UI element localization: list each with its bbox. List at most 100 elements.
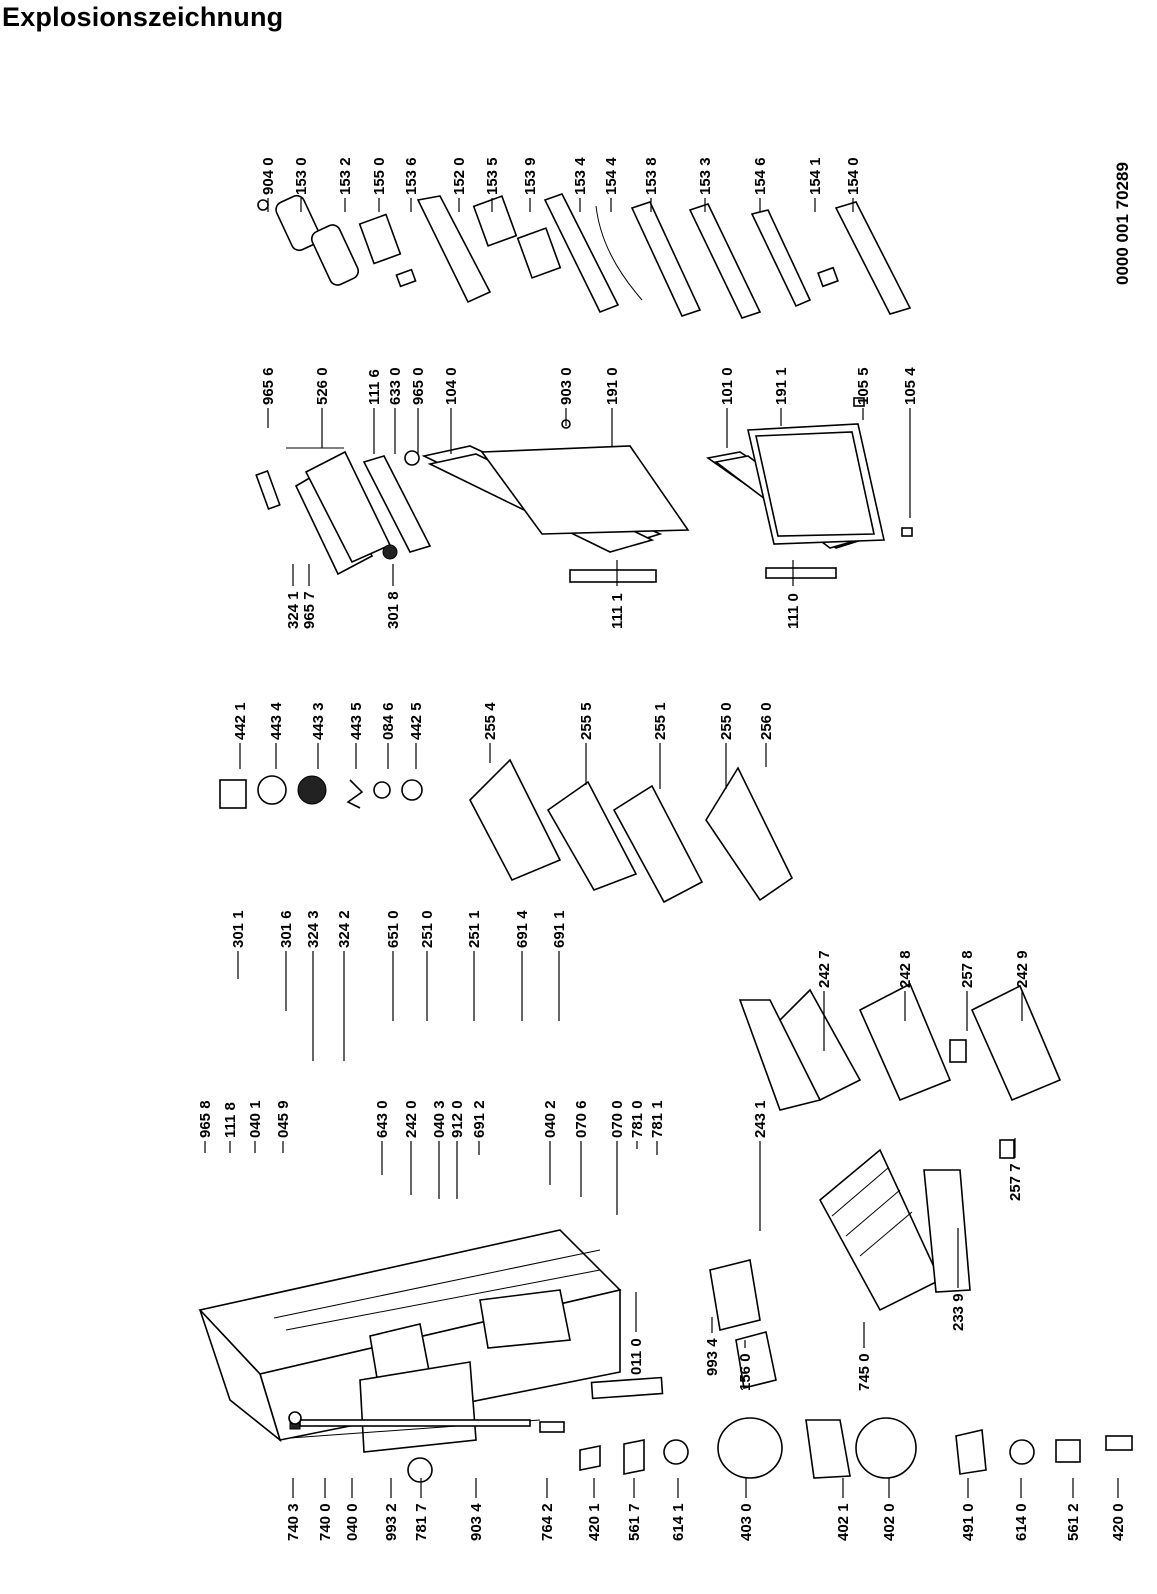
part-label-1533: 153 3 (697, 157, 714, 195)
part-label-2551: 255 1 (652, 702, 669, 740)
part-label-7810: 781 0 (629, 1100, 646, 1138)
part-label-6510: 651 0 (385, 910, 402, 948)
part-label-2511: 251 1 (466, 910, 483, 948)
part-label-4910: 491 0 (960, 1503, 977, 1541)
part-label-9657: 965 7 (301, 591, 318, 629)
part-label-9040: 904 0 (260, 157, 277, 195)
part-label-2339: 233 9 (950, 1293, 967, 1331)
part-label-2428: 242 8 (897, 950, 914, 988)
part-label-9030: 903 0 (558, 367, 575, 405)
part-label-1541: 154 1 (807, 157, 824, 195)
part-label-7817: 781 7 (413, 1503, 430, 1541)
door-shelf-group (257, 193, 912, 319)
part-label-9658: 965 8 (197, 1100, 214, 1138)
part-label-4201: 420 1 (586, 1503, 603, 1541)
part-label-0403: 040 3 (431, 1100, 448, 1138)
part-label-0846: 084 6 (380, 702, 397, 740)
part-label-1535: 153 5 (484, 157, 501, 195)
part-label-0700: 070 0 (609, 1100, 626, 1138)
part-label-2577: 257 7 (1007, 1163, 1024, 1201)
part-label-4200: 420 0 (1110, 1503, 1127, 1541)
part-label-4433: 443 3 (310, 702, 327, 740)
part-label-9034: 903 4 (468, 1503, 485, 1541)
part-label-9934: 993 4 (704, 1338, 721, 1376)
part-label-1560: 156 0 (737, 1353, 754, 1391)
part-label-4435: 443 5 (348, 702, 365, 740)
part-label-2427: 242 7 (816, 950, 833, 988)
part-label-1540: 154 0 (845, 157, 862, 195)
part-label-3016: 301 6 (278, 910, 295, 948)
part-label-1532: 153 2 (337, 157, 354, 195)
part-label-0459: 045 9 (275, 1100, 292, 1138)
part-label-1536: 153 6 (403, 157, 420, 195)
part-label-5612: 561 2 (1065, 1503, 1082, 1541)
part-label-1550: 155 0 (371, 157, 388, 195)
part-label-1546: 154 6 (752, 157, 769, 195)
part-label-9120: 912 0 (449, 1100, 466, 1138)
part-label-7642: 764 2 (539, 1503, 556, 1541)
part-label-9656: 965 6 (260, 367, 277, 405)
part-label-4020: 402 0 (881, 1503, 898, 1541)
part-label-6912: 691 2 (471, 1100, 488, 1138)
part-label-7400: 740 0 (317, 1503, 334, 1541)
part-label-3243: 324 3 (305, 910, 322, 948)
cabinet-group (198, 1229, 664, 1453)
part-label-7450: 745 0 (856, 1353, 873, 1391)
part-label-9650: 965 0 (410, 367, 427, 405)
part-labels: 904 0 153 0 153 2 155 0 153 6 152 0 153 5 153 9… (197, 157, 1127, 1541)
part-label-3241: 324 1 (285, 591, 302, 629)
part-label-6330: 633 0 (387, 367, 404, 405)
part-label-0401: 040 1 (247, 1100, 264, 1138)
part-label-2560: 256 0 (758, 702, 775, 740)
part-label-1111: 111 1 (609, 593, 626, 629)
part-label-3242: 324 2 (336, 910, 353, 948)
part-label-6141: 614 1 (670, 1503, 687, 1541)
part-label-0402: 040 2 (542, 1100, 559, 1138)
part-label-9932: 993 2 (383, 1503, 400, 1541)
part-drawings (198, 193, 1133, 1483)
part-label-1530: 153 0 (293, 157, 310, 195)
part-label-7811: 781 1 (649, 1100, 666, 1138)
part-label-1110: 111 0 (785, 593, 802, 629)
part-label-6911: 691 1 (551, 910, 568, 948)
part-label-2555: 255 5 (578, 702, 595, 740)
crisper-group (709, 982, 1062, 1389)
part-label-2578: 257 8 (959, 950, 976, 988)
shelf-fan-group (219, 758, 794, 904)
document-number: 0000 001 70289 (1113, 162, 1132, 285)
part-label-4421: 442 1 (232, 702, 249, 740)
part-label-5617: 561 7 (626, 1503, 643, 1541)
part-label-1538: 153 8 (643, 157, 660, 195)
part-label-3018: 301 8 (385, 591, 402, 629)
part-label-1910: 191 0 (604, 367, 621, 405)
part-label-1010: 101 0 (719, 367, 736, 405)
part-label-4030: 403 0 (738, 1503, 755, 1541)
part-label-1534: 153 4 (572, 157, 589, 195)
part-label-0706: 070 6 (573, 1100, 590, 1138)
part-label-1544: 154 4 (603, 157, 620, 195)
part-label-1118: 111 8 (222, 1102, 239, 1138)
part-label-2510: 251 0 (419, 910, 436, 948)
part-label-1054: 105 4 (902, 367, 919, 405)
page-title: Explosionszeichnung (2, 2, 284, 32)
part-label-6140: 614 0 (1013, 1503, 1030, 1541)
part-label-6430: 643 0 (374, 1100, 391, 1138)
part-label-2420: 242 0 (403, 1100, 420, 1138)
compressor-group (288, 1411, 1133, 1483)
part-label-2429: 242 9 (1014, 950, 1031, 988)
part-label-3011: 301 1 (230, 910, 247, 948)
part-label-1055: 105 5 (855, 367, 872, 405)
part-label-1116: 111 6 (366, 369, 383, 405)
part-label-0400: 040 0 (344, 1503, 361, 1541)
part-label-4425: 442 5 (408, 702, 425, 740)
part-label-5260: 526 0 (314, 367, 331, 405)
part-label-1911: 191 1 (773, 367, 790, 405)
part-label-0110: 011 0 (628, 1338, 645, 1375)
part-label-4021: 402 1 (835, 1503, 852, 1541)
part-label-2431: 243 1 (752, 1100, 769, 1138)
part-label-1539: 153 9 (522, 157, 539, 195)
part-label-7403: 740 3 (285, 1503, 302, 1541)
part-label-1520: 152 0 (451, 157, 468, 195)
part-label-2550: 255 0 (718, 702, 735, 740)
